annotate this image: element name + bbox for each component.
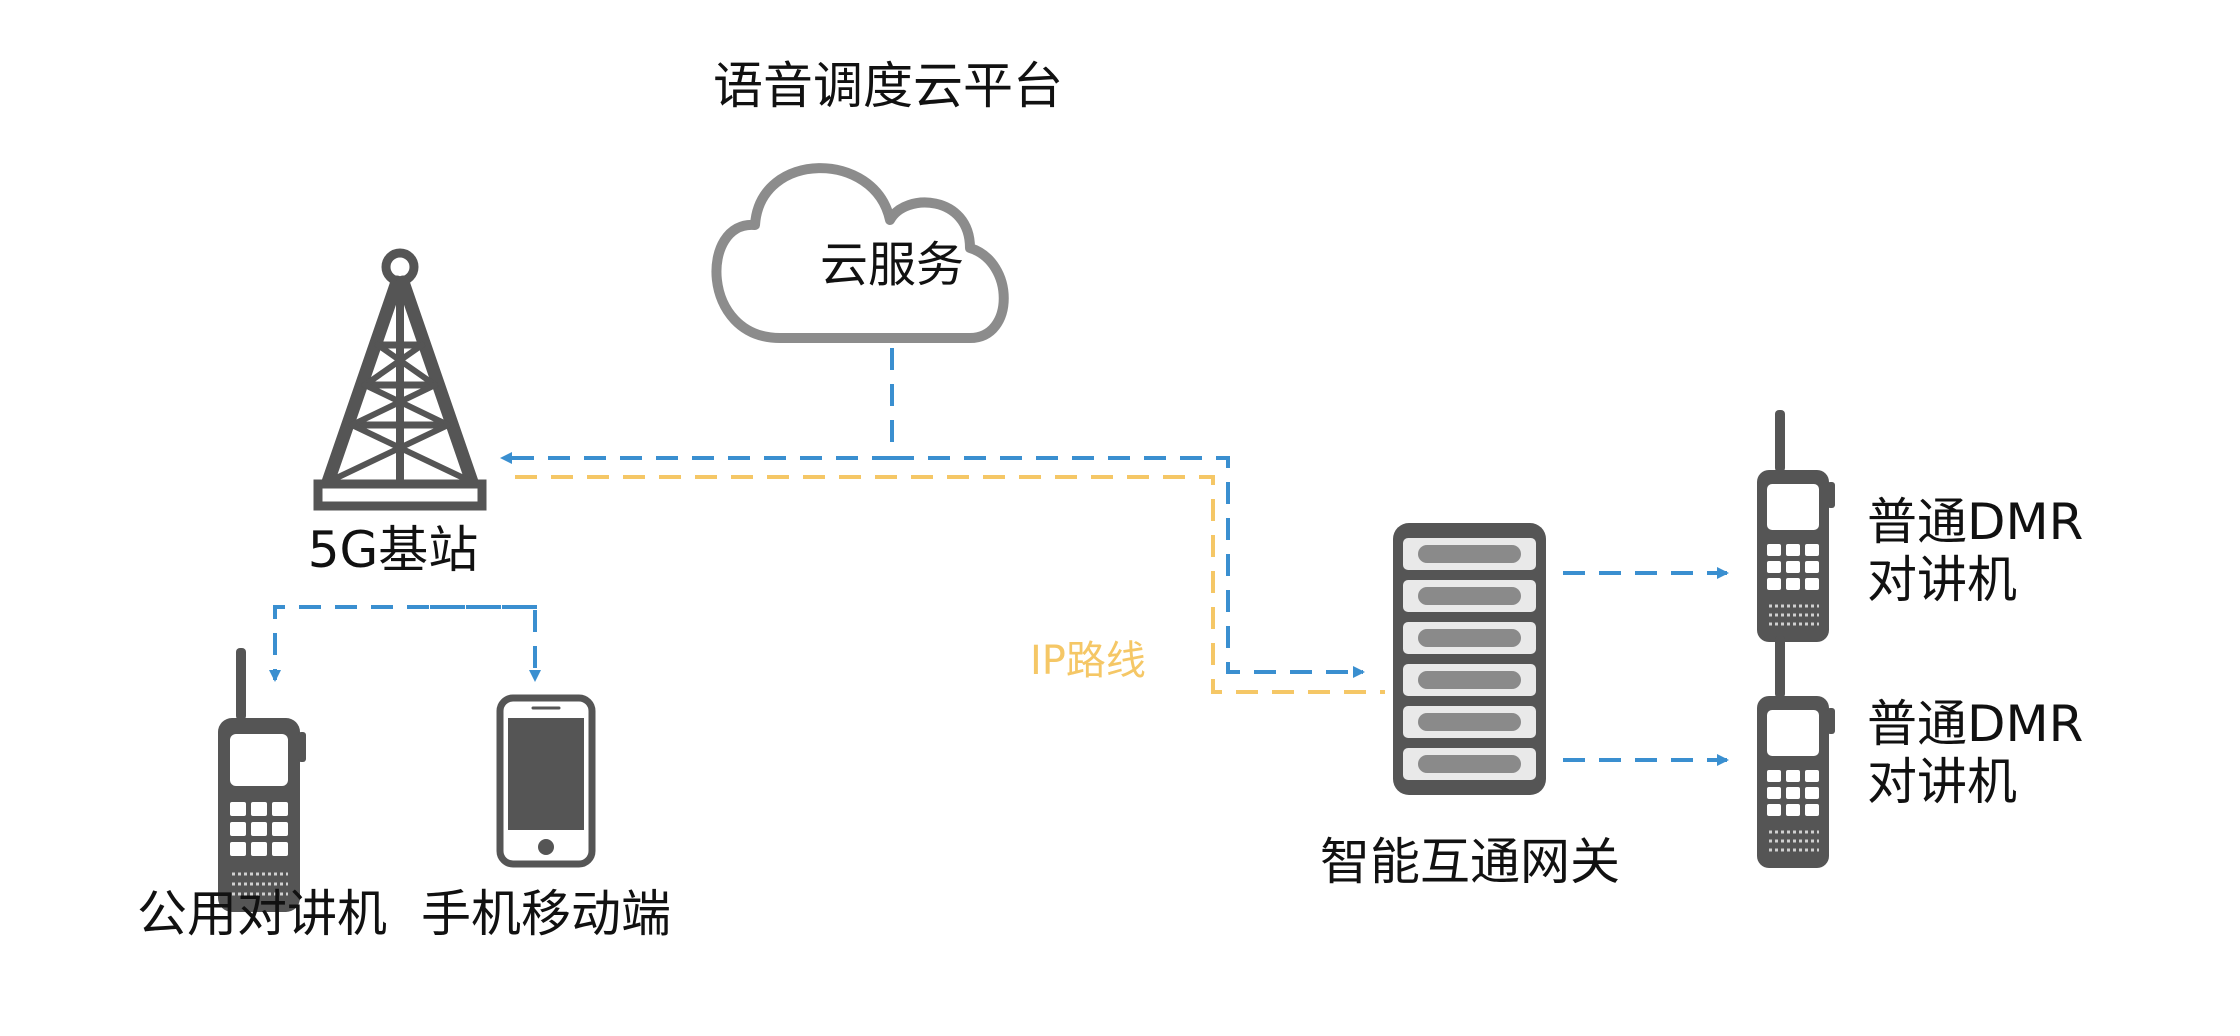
- terminal-links: [269, 605, 541, 682]
- public-radio-label: 公用对讲机: [137, 885, 387, 943]
- tower-icon: [313, 248, 487, 511]
- base-station-label: 5G基站: [307, 521, 479, 579]
- gateway-links: [1563, 567, 1729, 766]
- dmr-radio-icon-1: [1757, 410, 1835, 642]
- dmr-radio-label-1: 普通DMR 对讲机: [1867, 493, 2084, 609]
- gateway-label: 智能互通网关: [1320, 833, 1620, 891]
- mobile-phone-label: 手机移动端: [421, 885, 671, 943]
- dmr-radio-label-2: 普通DMR 对讲机: [1867, 695, 2084, 811]
- platform-title: 语音调度云平台: [713, 57, 1063, 115]
- public-radio-icon: [218, 648, 306, 912]
- cloud-icon: [711, 163, 1009, 343]
- cloud-link-blue: [500, 348, 1365, 678]
- dmr-radio-icon-2: [1757, 636, 1835, 868]
- gateway-server-icon: [1393, 523, 1546, 795]
- ip-route-label: IP路线: [1030, 638, 1146, 684]
- ip-route-yellow: [515, 475, 1385, 694]
- cloud-service-label: 云服务: [819, 237, 965, 293]
- smartphone-icon: [496, 694, 596, 868]
